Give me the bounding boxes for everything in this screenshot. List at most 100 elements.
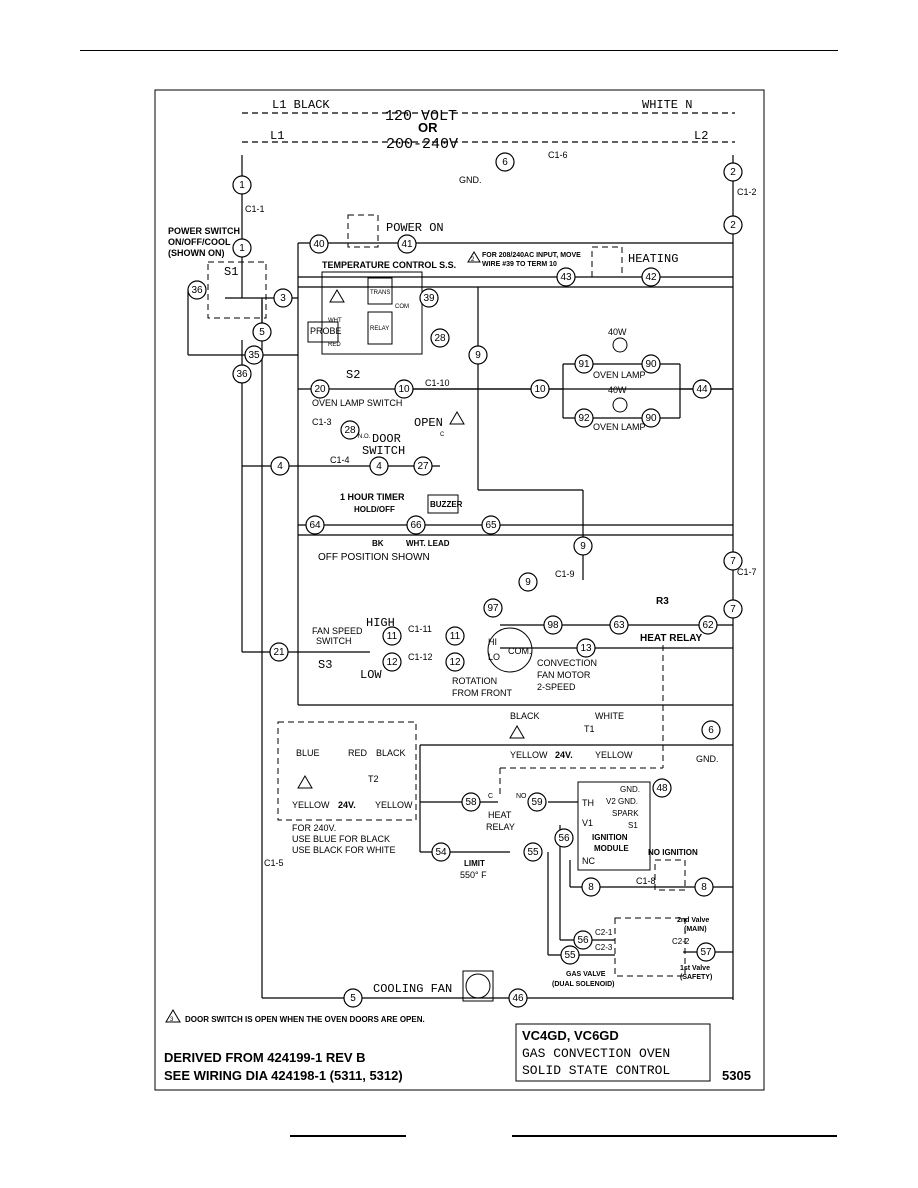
svg-text:2: 2 — [730, 220, 736, 231]
gas-valve-2: (DUAL SOLENOID) — [552, 981, 614, 988]
bk-label: BK — [372, 539, 384, 548]
svg-text:28: 28 — [434, 333, 446, 344]
svg-text:7: 7 — [730, 604, 736, 615]
wire-node-8: 8 — [581, 877, 601, 897]
wire-node-6: 6 — [701, 720, 721, 740]
hold-off-label: HOLD/OFF — [354, 505, 395, 514]
svg-text:9: 9 — [475, 350, 481, 361]
c1-2-label: C1-2 — [737, 187, 757, 197]
svg-text:62: 62 — [702, 620, 714, 631]
svg-text:66: 66 — [410, 520, 422, 531]
wire-node-1: 1 — [232, 238, 252, 258]
t2-note-2: USE BLUE FOR BLACK — [292, 834, 390, 844]
ignition-1: IGNITION — [592, 833, 628, 842]
svg-text:4: 4 — [277, 461, 283, 472]
voltage-120-label: 120 VOLT — [385, 108, 457, 125]
wire-node-39: 39 — [419, 288, 439, 308]
t2-note-1: FOR 240V. — [292, 823, 336, 833]
motor-2: FAN MOTOR — [537, 670, 591, 680]
wire-node-11: 11 — [382, 626, 402, 646]
off-position-label: OFF POSITION SHOWN — [318, 552, 430, 563]
svg-text:10: 10 — [398, 384, 410, 395]
c1-8-label: C1-8 — [636, 876, 656, 886]
title-2: SOLID STATE CONTROL — [522, 1063, 670, 1078]
lamps: 40W 40W OVEN LAMP OVEN LAMP — [593, 327, 646, 432]
wire-node-90: 90 — [641, 354, 661, 374]
wire-node-62: 62 — [698, 615, 718, 635]
t1-black: BLACK — [510, 711, 540, 721]
timer-label: 1 HOUR TIMER — [340, 492, 405, 502]
t1-yellow-r: YELLOW — [595, 750, 633, 760]
wire-node-8: 8 — [694, 877, 714, 897]
c1-1-label: C1-1 — [245, 204, 265, 214]
wire-node-20: 20 — [310, 379, 330, 399]
motor-1: CONVECTION — [537, 658, 597, 668]
wire-node-2: 2 — [723, 215, 743, 235]
v2-gnd-label: V2 GND. — [606, 797, 638, 806]
wire-node-41: 41 — [397, 234, 417, 254]
svg-text:54: 54 — [435, 847, 447, 858]
wire-node-10: 10 — [530, 379, 550, 399]
supply-header: L1 BLACK 120 VOLT WHITE N OR L1 200-240V… — [242, 98, 735, 153]
com-motor-label: COM. — [508, 646, 532, 656]
svg-text:12: 12 — [386, 657, 398, 668]
heat-relay-2b: RELAY — [486, 822, 515, 832]
no-ignition-label: NO IGNITION — [648, 848, 698, 857]
rails — [241, 155, 734, 1000]
svg-text:36: 36 — [191, 285, 203, 296]
svg-text:63: 63 — [613, 620, 625, 631]
oven-lamp-a: OVEN LAMP — [593, 370, 646, 380]
open-label: OPEN — [414, 416, 443, 430]
svg-text:57: 57 — [700, 947, 712, 958]
wire-node-48: 48 — [652, 778, 672, 798]
t1-24v: 24V. — [555, 750, 573, 760]
see-wiring-label: SEE WIRING DIA 424198-1 (5311, 5312) — [164, 1068, 403, 1083]
c1-11-label: C1-11 — [408, 624, 432, 634]
rotation-1: ROTATION — [452, 676, 497, 686]
t2-black: BLACK — [376, 748, 406, 758]
wire-node-9: 9 — [468, 345, 488, 365]
power-switch-shown: (SHOWN ON) — [168, 248, 225, 258]
buzzer-label: BUZZER — [430, 500, 463, 509]
voltage-200-label: 200-240V — [386, 136, 458, 153]
power-switch-modes: ON/OFF/COOL — [168, 237, 231, 247]
svg-text:90: 90 — [645, 359, 657, 370]
r3-label: R3 — [656, 596, 669, 607]
wire-node-56: 56 — [554, 828, 574, 848]
svg-text:59: 59 — [531, 797, 543, 808]
switch-label: SWITCH — [362, 444, 405, 458]
lo-label: LO — [488, 652, 500, 662]
svg-text:9: 9 — [525, 577, 531, 588]
limit-label: LIMIT — [464, 859, 485, 868]
svg-text:21: 21 — [273, 647, 285, 658]
c1-6-label: C1-6 — [548, 150, 568, 160]
wire-node-4: 4 — [369, 456, 389, 476]
svg-text:92: 92 — [578, 413, 590, 424]
t2-24v: 24V. — [338, 800, 356, 810]
svg-text:64: 64 — [309, 520, 321, 531]
wire-node-1: 1 — [232, 175, 252, 195]
wire-node-3: 3 — [273, 288, 293, 308]
svg-text:41: 41 — [401, 239, 413, 250]
wire-node-12: 12 — [445, 652, 465, 672]
wire-node-57: 57 — [696, 942, 716, 962]
wire-node-7: 7 — [723, 599, 743, 619]
wht-label: WHT — [328, 318, 342, 324]
footer: DOOR SWITCH IS OPEN WHEN THE OVEN DOORS … — [164, 1015, 751, 1083]
svg-text:55: 55 — [527, 847, 539, 858]
wire-node-43: 43 — [556, 267, 576, 287]
wire-node-27: 27 — [413, 456, 433, 476]
wire-node-56: 56 — [573, 930, 593, 950]
svg-text:9: 9 — [580, 541, 586, 552]
svg-text:35: 35 — [248, 350, 260, 361]
or-label: OR — [418, 120, 438, 135]
spark-label: SPARK — [612, 809, 639, 818]
heat-relay-2a: HEAT — [488, 810, 512, 820]
wire-node-21: 21 — [269, 642, 289, 662]
gas-valve-1: GAS VALVE — [566, 971, 606, 978]
svg-text:5: 5 — [350, 993, 356, 1004]
s1-mod-label: S1 — [628, 821, 638, 830]
wire-node-7: 7 — [723, 551, 743, 571]
temp-control-label: TEMPERATURE CONTROL S.S. — [322, 260, 456, 270]
